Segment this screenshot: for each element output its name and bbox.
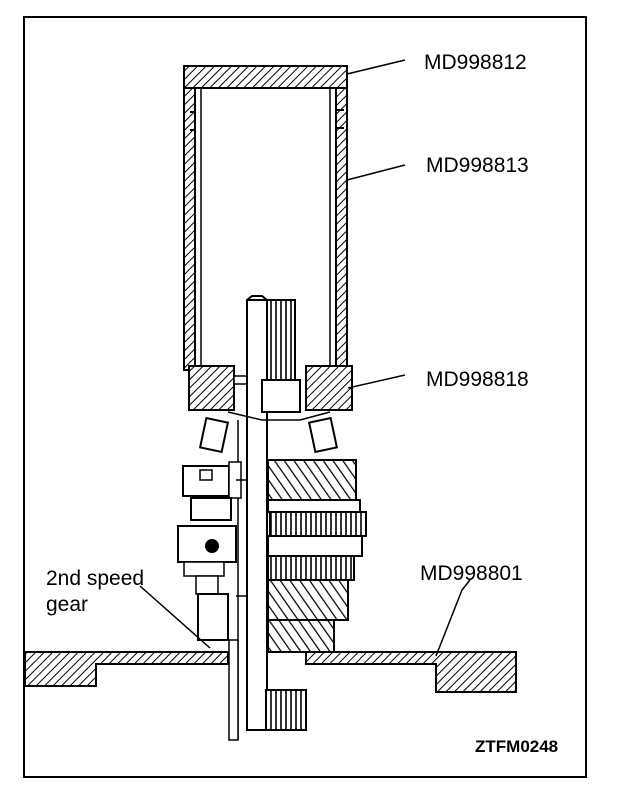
gear-stack [267, 459, 367, 653]
leader-lines [139, 59, 471, 657]
label-2nd-speed: 2nd speed [46, 567, 144, 590]
figure-frame [23, 16, 587, 778]
figure-code: ZTFM0248 [475, 737, 558, 756]
main-shaft [228, 295, 307, 741]
taper-bearing [198, 411, 339, 454]
label-md998813: MD998813 [426, 154, 529, 177]
support-plate-tool [24, 651, 517, 693]
installer-cup-tool [183, 65, 348, 371]
label-gear: gear [46, 593, 88, 616]
base-ring-tool [188, 365, 353, 411]
label-md998818: MD998818 [426, 368, 529, 391]
label-md998801: MD998801 [420, 562, 523, 585]
label-md998812: MD998812 [424, 51, 527, 74]
synchronizer-parts [177, 461, 247, 641]
